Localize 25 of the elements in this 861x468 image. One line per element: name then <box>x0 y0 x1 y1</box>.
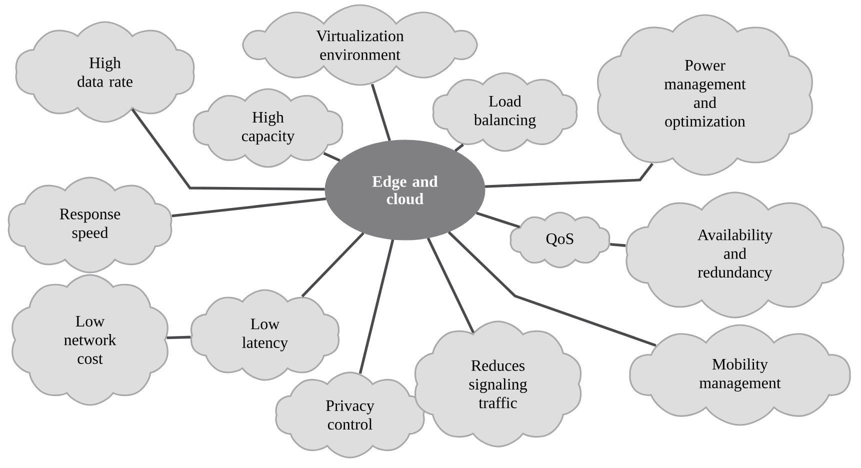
connector-line <box>476 212 520 228</box>
cloud-bubble: Low network cost <box>12 274 168 406</box>
connector-line <box>131 108 325 191</box>
cloud-bubble: QoS <box>510 212 610 268</box>
connector-line <box>166 336 191 340</box>
cloud-bubble: Load balancing <box>432 72 578 152</box>
connector-line <box>610 242 626 247</box>
cloud-bubble: High capacity <box>192 88 344 168</box>
cloud-bubble: Reduces signaling traffic <box>414 320 582 448</box>
connector-line <box>358 239 394 374</box>
connector-line <box>448 231 656 347</box>
connector-line <box>323 152 340 162</box>
cloud-bubble: Response speed <box>8 176 172 274</box>
connector-line <box>370 84 391 142</box>
connector-line <box>454 144 464 152</box>
cloud-bubble: Low latency <box>190 289 340 381</box>
cloud-bubble: Virtualization environment <box>242 4 478 86</box>
cloud-bubble: Power management and optimization <box>597 14 813 176</box>
connector-line <box>485 162 654 188</box>
cloud-bubble: Availability and redundancy <box>626 192 844 318</box>
connector-line <box>301 232 364 298</box>
cloud-bubble: Privacy control <box>275 372 425 458</box>
connector-line <box>172 197 326 218</box>
cloud-bubble: High data rate <box>15 21 195 123</box>
cloud-bubble: Mobility management <box>629 324 851 426</box>
